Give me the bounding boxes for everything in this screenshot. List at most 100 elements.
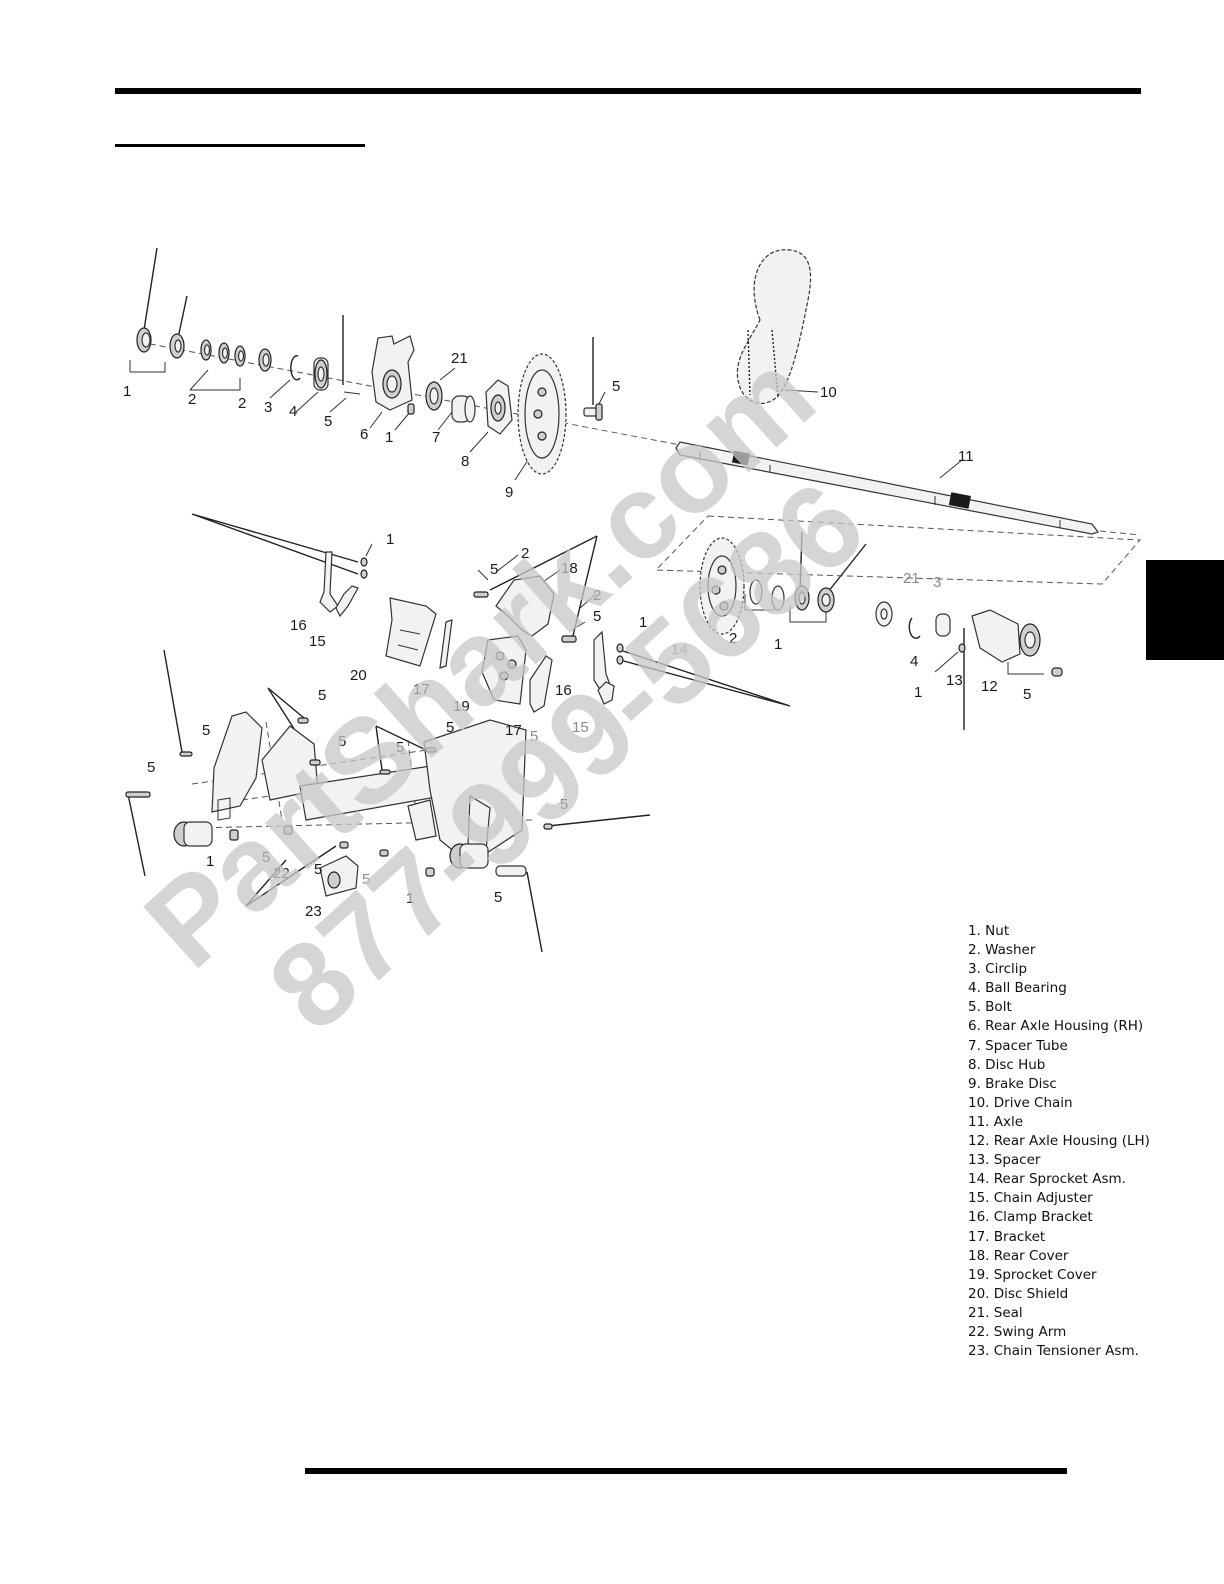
- callout: 1: [406, 890, 414, 907]
- callout: 5: [612, 378, 620, 395]
- callout: 1: [774, 636, 782, 653]
- legend-item: 11. Axle: [968, 1113, 1024, 1130]
- callout: 5: [147, 759, 155, 776]
- middle-leaders: [191, 513, 965, 730]
- legend-item: 22. Swing Arm: [968, 1323, 1067, 1340]
- callout: 11: [958, 448, 974, 465]
- callout: 2: [593, 587, 601, 604]
- callout: 5: [318, 687, 326, 704]
- legend-item: 1. Nut: [968, 923, 1010, 939]
- swing-arm-bolts: [125, 717, 553, 877]
- callout: 21: [903, 570, 920, 587]
- callout: 10: [820, 384, 837, 401]
- legend-item: 3. Circlip: [968, 961, 1028, 978]
- callout: 5: [446, 719, 454, 736]
- chain-adjuster-part: [335, 585, 615, 705]
- callout: 17: [505, 722, 522, 739]
- callout: 5: [324, 413, 332, 430]
- legend-item: 2. Washer: [968, 942, 1036, 959]
- callout: 9: [505, 484, 513, 501]
- callout: 1: [206, 853, 214, 870]
- callout: 15: [309, 633, 326, 650]
- legend-item: 5. Bolt: [968, 999, 1012, 1016]
- legend-item: 12. Rear Axle Housing (LH): [968, 1133, 1150, 1150]
- callout: 13: [946, 672, 963, 689]
- lower-leaders: [127, 649, 651, 953]
- heading-rule: [115, 144, 365, 147]
- legend-item: 13. Spacer: [968, 1152, 1041, 1169]
- callout: 17: [413, 681, 430, 698]
- callout: 3: [264, 399, 272, 416]
- callout: 5: [338, 733, 346, 750]
- nut-small-parts: [360, 557, 624, 665]
- callout: 19: [453, 698, 470, 715]
- callout: 2: [729, 630, 737, 647]
- axle-part: [675, 441, 1099, 535]
- drive-chain-part: [736, 249, 812, 405]
- callout: 1: [123, 383, 131, 400]
- lh-side-parts: [875, 601, 1063, 677]
- callout: 12: [981, 678, 998, 695]
- seal-spacer-parts: [425, 381, 476, 423]
- callout-labels: 1 2 2 3 4 5 6 1 7 8 9 21 5 10 11 1 16 15…: [123, 350, 1031, 920]
- legend-item: 23. Chain Tensioner Asm.: [968, 1343, 1139, 1360]
- callout: 2: [188, 391, 196, 408]
- callout: 16: [290, 617, 307, 634]
- sprocket-cluster-box: [654, 515, 1142, 585]
- parts-legend: 1. Nut 2. Washer 3. Circlip 4. Ball Bear…: [968, 922, 1150, 1361]
- legend-item: 6. Rear Axle Housing (RH): [968, 1018, 1144, 1035]
- disc-hub-part: [485, 379, 513, 435]
- legend-item: 8. Disc Hub: [968, 1056, 1046, 1073]
- callout: 18: [561, 560, 578, 577]
- callout: 5: [396, 739, 404, 756]
- callout: 5: [262, 849, 270, 866]
- callout: 2: [521, 545, 529, 562]
- callout: 15: [572, 719, 589, 736]
- bolt-part: [583, 403, 603, 421]
- chain-tensioner-part: [319, 855, 359, 897]
- legend-item: 7. Spacer Tube: [968, 1037, 1068, 1054]
- callout: 7: [432, 429, 440, 446]
- callout: 1: [386, 531, 394, 548]
- rear-axle-housing-rh-part: [343, 335, 415, 415]
- legend-item: 17. Bracket: [968, 1228, 1046, 1245]
- callout: 4: [910, 653, 918, 670]
- callout: 21: [451, 350, 468, 367]
- callout: 16: [555, 682, 572, 699]
- top-rule: [115, 88, 1141, 94]
- legend-item: 15. Chain Adjuster: [968, 1190, 1093, 1207]
- callout: 5: [490, 561, 498, 578]
- legend-item: 4. Ball Bearing: [968, 980, 1067, 997]
- bottom-rule: [305, 1468, 1067, 1474]
- legend-item: 10. Drive Chain: [968, 1094, 1073, 1111]
- callout: 5: [593, 608, 601, 625]
- callout: 5: [560, 796, 568, 813]
- callout: 3: [933, 574, 941, 591]
- callout: 4: [289, 403, 297, 420]
- callout: 5: [314, 861, 322, 878]
- callout: 1: [914, 684, 922, 701]
- rear-cover-part: [473, 575, 577, 643]
- brake-disc-part: [517, 353, 567, 475]
- callout: 22: [273, 865, 290, 882]
- callout: 5: [1023, 686, 1031, 703]
- callout: 2: [238, 395, 246, 412]
- washer-parts: [169, 333, 272, 372]
- callout: 6: [360, 426, 368, 443]
- callout: 5: [530, 728, 538, 745]
- callout: 23: [305, 903, 322, 920]
- sprocket-cover-part: [481, 635, 527, 705]
- ball-bearing-part: [313, 357, 329, 391]
- legend-item: 16. Clamp Bracket: [968, 1209, 1093, 1226]
- rear-sprocket-part: [699, 537, 835, 635]
- legend-item: 20. Disc Shield: [968, 1285, 1069, 1302]
- callout: 14: [671, 641, 688, 658]
- chapter-tab: [1146, 560, 1224, 660]
- legend-item: 18. Rear Cover: [968, 1247, 1069, 1264]
- callout: 5: [362, 871, 370, 888]
- bracket-part: [439, 619, 553, 713]
- disc-shield-part: [385, 597, 437, 667]
- nut-part: [136, 327, 152, 353]
- circlip-part: [290, 355, 301, 381]
